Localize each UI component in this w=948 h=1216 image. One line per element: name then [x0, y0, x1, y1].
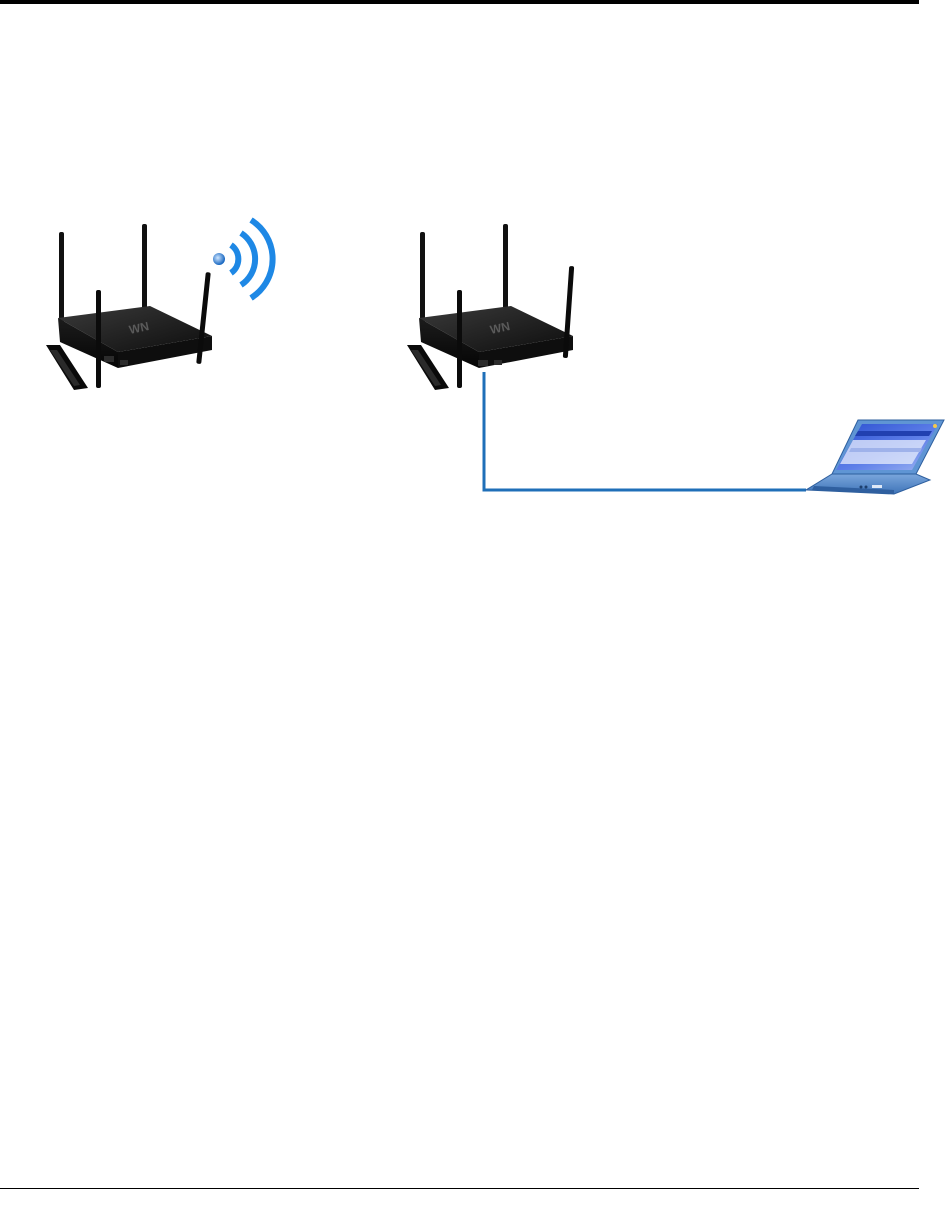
footer-rule — [0, 1188, 919, 1189]
laptop — [806, 420, 944, 494]
wireless-router-icon: WN — [407, 224, 574, 390]
wifi-signal-icon — [213, 220, 273, 298]
laptop-icon — [806, 420, 944, 494]
wireless-router-icon: WN — [46, 224, 212, 390]
ethernet-cable — [484, 372, 806, 490]
access-point-left: WN — [46, 224, 212, 390]
access-point-right: WN — [407, 224, 574, 390]
